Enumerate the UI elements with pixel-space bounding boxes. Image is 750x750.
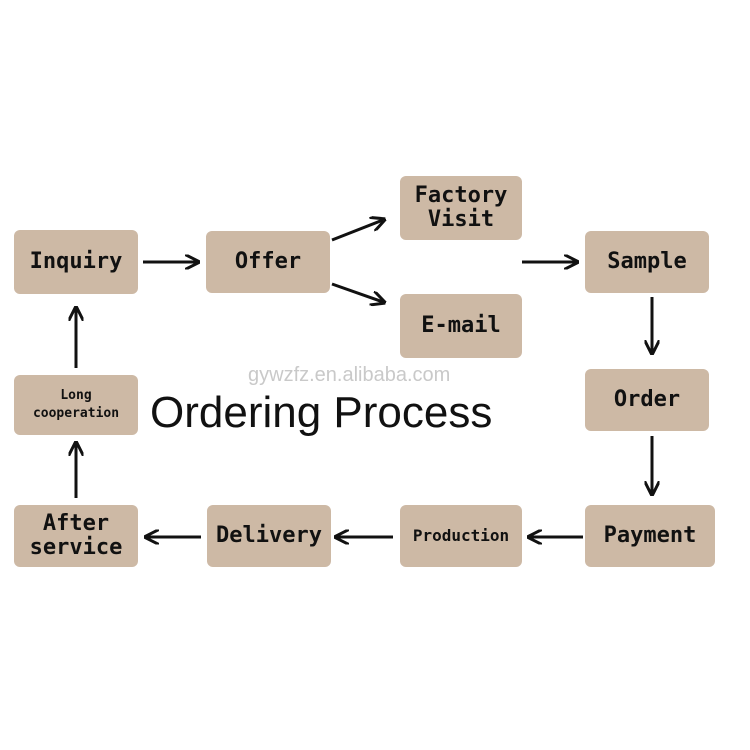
step-long-cooperation-line2: cooperation <box>32 406 120 421</box>
step-sample: Sample <box>585 231 709 293</box>
step-email: E-mail <box>400 294 522 358</box>
step-long-cooperation: Long cooperation <box>14 375 138 435</box>
step-order-label: Order <box>613 386 681 412</box>
step-inquiry-label: Inquiry <box>29 248 123 274</box>
step-long-cooperation-line1: Long <box>60 387 92 403</box>
step-sample-label: Sample <box>607 248 687 274</box>
step-payment-label: Payment <box>603 522 697 548</box>
step-factory-visit: Factory Visit <box>400 176 522 240</box>
step-inquiry: Inquiry <box>14 230 138 294</box>
step-production-label: Production <box>412 526 510 546</box>
step-after-service-line2: service <box>29 535 123 560</box>
step-delivery: Delivery <box>207 505 331 567</box>
step-payment: Payment <box>585 505 715 567</box>
step-factory-visit-line2: Visit <box>427 207 495 232</box>
arrow-offer-to-factory-visit <box>331 220 383 242</box>
diagram-title: Ordering Process <box>150 388 493 437</box>
step-offer: Offer <box>206 231 330 293</box>
step-after-service-line1: After <box>42 510 110 536</box>
arrow-offer-to-email <box>331 282 383 302</box>
step-delivery-label: Delivery <box>216 522 322 548</box>
step-after-service: After service <box>14 505 138 567</box>
step-email-label: E-mail <box>421 312 501 338</box>
step-production: Production <box>400 505 522 567</box>
step-order: Order <box>585 369 709 431</box>
step-factory-visit-line1: Factory <box>414 182 508 208</box>
step-offer-label: Offer <box>234 248 302 274</box>
watermark-text: gywzfz.en.alibaba.com <box>248 364 451 386</box>
